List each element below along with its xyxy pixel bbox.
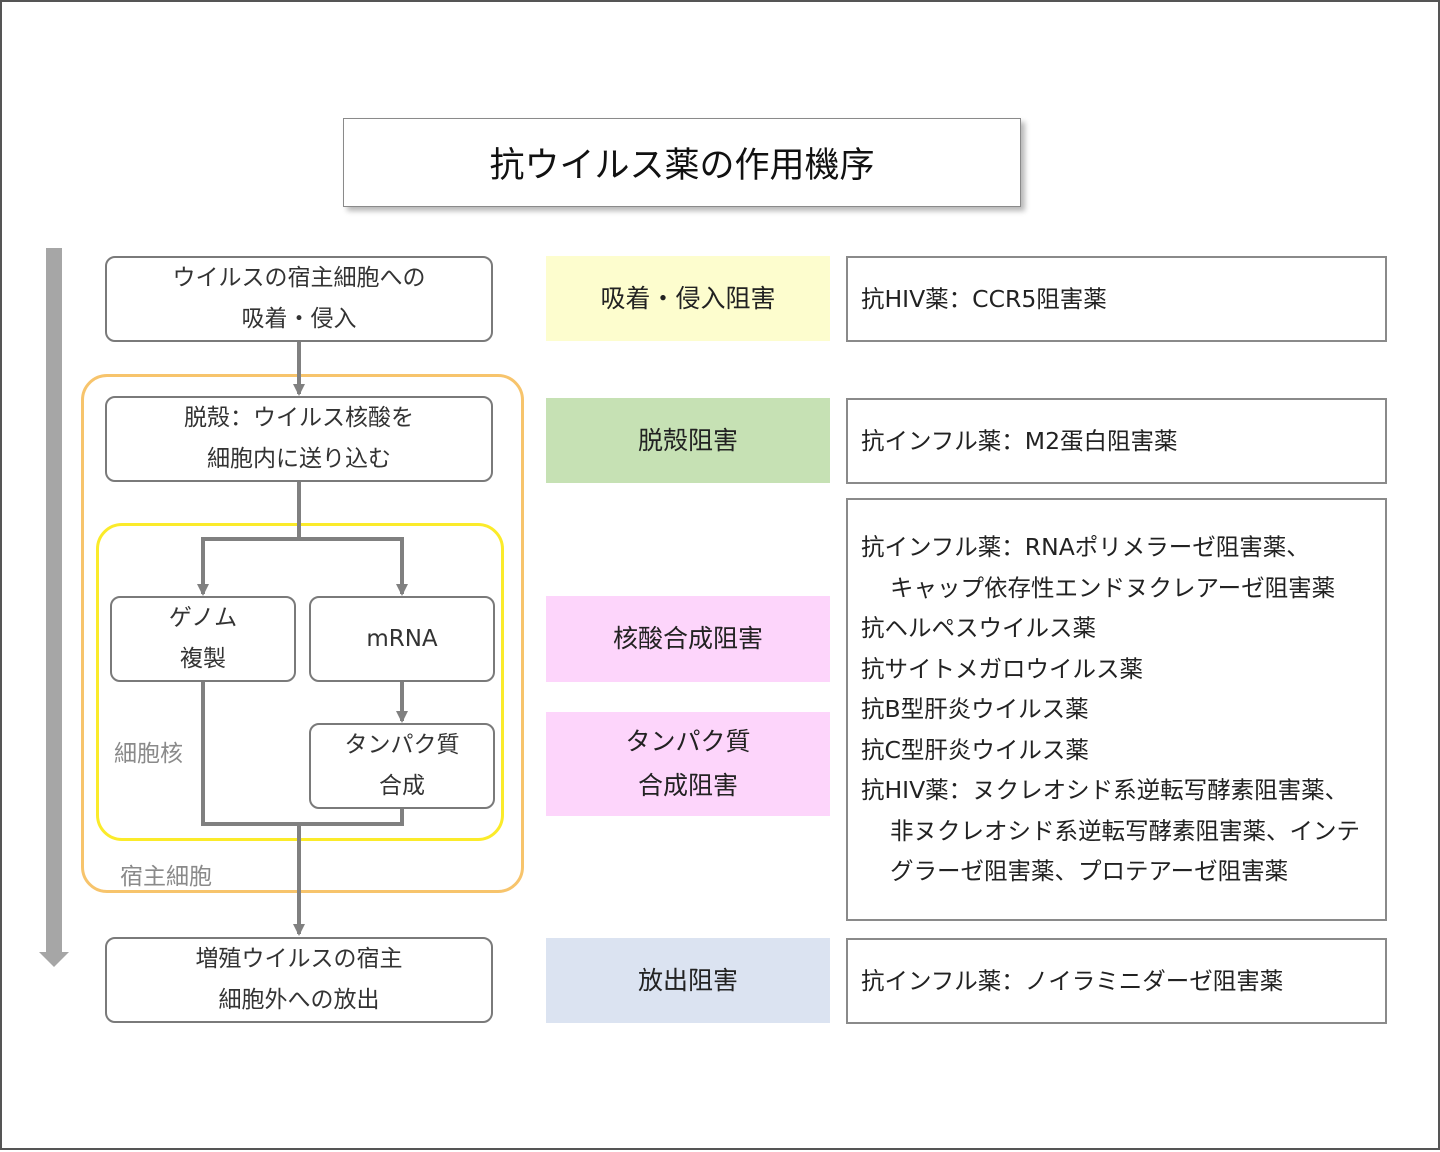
release-inhibition-box: 放出阻害 bbox=[546, 938, 830, 1023]
protein-inhibition-line-1: タンパク質 bbox=[625, 727, 751, 756]
release-box: 増殖ウイルスの宿主 細胞外への放出 bbox=[105, 937, 493, 1023]
mrna-box: mRNA bbox=[309, 596, 495, 682]
drug-line: 抗C型肝炎ウイルス薬 bbox=[861, 735, 1089, 764]
adsorption-inhibition-label: 吸着・侵入阻害 bbox=[600, 283, 776, 313]
drug-line: 抗HIV薬：ヌクレオシド系逆転写酵素阻害薬、 bbox=[861, 776, 1349, 805]
genome-line-2: 複製 bbox=[180, 646, 226, 672]
entry-line-1: ウイルスの宿主細胞への bbox=[172, 265, 426, 291]
adsorption-inhibition-box: 吸着・侵入阻害 bbox=[546, 256, 830, 341]
host-cell-label: 宿主細胞 bbox=[120, 864, 212, 890]
line-protein-merge bbox=[299, 807, 404, 826]
drug-line: キャップ依存性エンドヌクレアーゼ阻害薬 bbox=[890, 573, 1336, 602]
time-arrow-shaft bbox=[46, 248, 62, 952]
uncoating-drug-box: 抗インフル薬：M2蛋白阻害薬 bbox=[846, 398, 1387, 484]
protein-line-1: タンパク質 bbox=[344, 732, 460, 758]
drug-line: 抗インフル薬：M2蛋白阻害薬 bbox=[861, 426, 1178, 455]
drug-line: 抗インフル薬：ノイラミニダーゼ阻害薬 bbox=[861, 966, 1284, 995]
drug-line: 抗HIV薬：CCR5阻害薬 bbox=[861, 284, 1107, 313]
line-genome-merge bbox=[201, 681, 299, 826]
host-cell-region bbox=[81, 374, 524, 893]
uncoating-line-1: 脱殻：ウイルス核酸を bbox=[184, 405, 414, 431]
diagram-title: 抗ウイルス薬の作用機序 bbox=[343, 118, 1021, 207]
release-line-2: 細胞外への放出 bbox=[218, 987, 380, 1013]
diagram-title-text: 抗ウイルス薬の作用機序 bbox=[489, 146, 875, 186]
release-drug-box: 抗インフル薬：ノイラミニダーゼ阻害薬 bbox=[846, 938, 1387, 1024]
entry-box: ウイルスの宿主細胞への 吸着・侵入 bbox=[105, 256, 493, 342]
arrow-to-mrna bbox=[299, 537, 408, 596]
genome-line-1: ゲノム bbox=[168, 605, 238, 631]
uncoating-box: 脱殻：ウイルス核酸を 細胞内に送り込む bbox=[105, 396, 493, 482]
uncoating-inhibition-label: 脱殻阻害 bbox=[637, 425, 738, 455]
entry-line-2: 吸着・侵入 bbox=[241, 306, 357, 332]
drug-line: 抗インフル薬：RNAポリメラーゼ阻害薬、 bbox=[861, 533, 1310, 562]
protein-inhibition-box: タンパク質 合成阻害 bbox=[546, 712, 830, 816]
time-arrow-head bbox=[39, 952, 69, 967]
drug-line: 抗サイトメガロウイルス薬 bbox=[861, 654, 1143, 683]
mrna-line-1: mRNA bbox=[366, 625, 438, 652]
release-line-1: 増殖ウイルスの宿主 bbox=[195, 946, 403, 972]
time-arrow bbox=[39, 248, 69, 967]
protein-box: タンパク質 合成 bbox=[309, 723, 495, 809]
drug-line: 抗ヘルペスウイルス薬 bbox=[861, 614, 1096, 643]
protein-line-2: 合成 bbox=[379, 773, 425, 799]
arrow-to-genome bbox=[197, 537, 299, 596]
synthesis-drug-box: 抗インフル薬：RNAポリメラーゼ阻害薬、キャップ依存性エンドヌクレアーゼ阻害薬抗… bbox=[846, 498, 1387, 921]
genome-box: ゲノム 複製 bbox=[110, 596, 296, 682]
nucleic-acid-inhibition-label: 核酸合成阻害 bbox=[612, 624, 763, 653]
nucleus-label: 細胞核 bbox=[114, 741, 183, 767]
drug-line: 抗B型肝炎ウイルス薬 bbox=[861, 695, 1089, 724]
adsorption-drug-box: 抗HIV薬：CCR5阻害薬 bbox=[846, 256, 1387, 342]
release-inhibition-label: 放出阻害 bbox=[637, 965, 738, 995]
drug-line: グラーゼ阻害薬、プロテアーゼ阻害薬 bbox=[890, 857, 1289, 886]
protein-inhibition-line-2: 合成阻害 bbox=[637, 771, 738, 800]
uncoating-inhibition-box: 脱殻阻害 bbox=[546, 398, 830, 483]
drug-line: 非ヌクレオシド系逆転写酵素阻害薬、インテ bbox=[890, 816, 1360, 845]
uncoating-line-2: 細胞内に送り込む bbox=[207, 446, 391, 472]
nucleic-acid-inhibition-box: 核酸合成阻害 bbox=[546, 596, 830, 682]
